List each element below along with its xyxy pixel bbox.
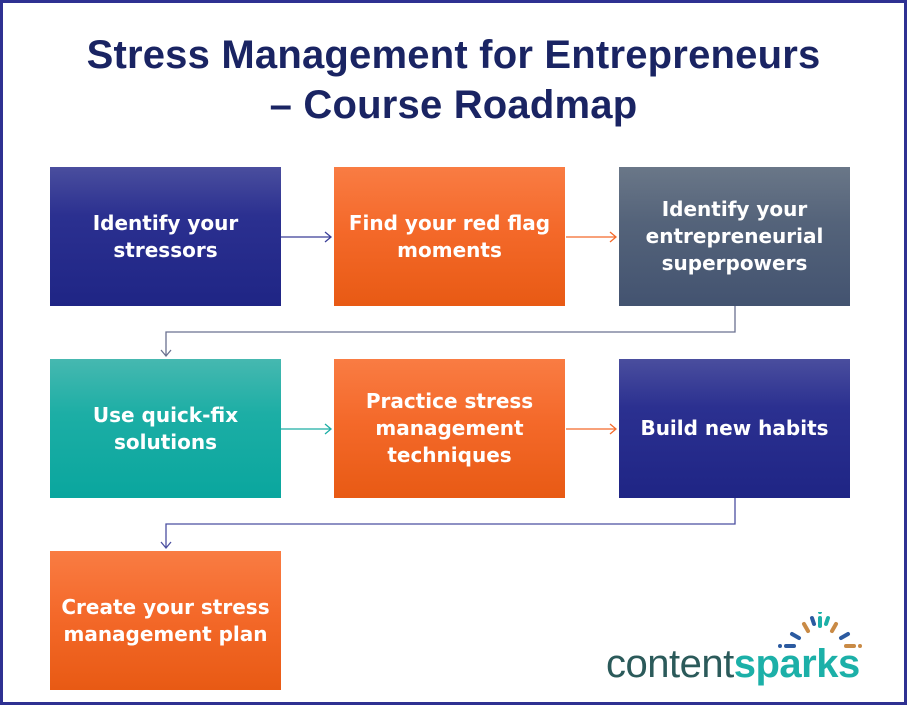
step-label: Identify your entrepreneurial superpower… <box>645 197 824 275</box>
step-label: Use quick-fix solutions <box>92 402 239 454</box>
contentsparks-logo: contentsparks <box>606 612 896 692</box>
logo-part-sparks: sparks <box>733 642 860 686</box>
title-line-2: – Course Roadmap <box>269 83 638 127</box>
step-7-box: Create your stress management plan <box>50 551 281 690</box>
step-label: Create your stress management plan <box>61 594 270 646</box>
logo-wordmark: contentsparks <box>606 642 860 686</box>
arrow-right-icon <box>566 423 618 435</box>
title-line-1: Stress Management for Entrepreneurs <box>86 33 821 77</box>
elbow-connector <box>160 306 736 358</box>
step-label: Identify your stressors <box>92 210 239 262</box>
step-4-box: Use quick-fix solutions <box>50 359 281 498</box>
step-3-box: Identify your entrepreneurial superpower… <box>619 167 850 306</box>
arrow-right-icon <box>281 231 333 243</box>
spark-burst-icon <box>778 612 862 648</box>
step-label: Practice stress management techniques <box>365 389 534 467</box>
step-5-box: Practice stress management techniques <box>334 359 565 498</box>
page-title: Stress Management for Entrepreneurs – Co… <box>0 30 907 130</box>
step-label: Build new habits <box>640 416 829 440</box>
logo-part-content: content <box>606 642 734 686</box>
step-label: Find your red flag moments <box>348 210 551 262</box>
step-1-box: Identify your stressors <box>50 167 281 306</box>
elbow-connector <box>160 498 736 550</box>
arrow-right-icon <box>566 231 618 243</box>
step-6-box: Build new habits <box>619 359 850 498</box>
step-2-box: Find your red flag moments <box>334 167 565 306</box>
arrow-right-icon <box>281 423 333 435</box>
